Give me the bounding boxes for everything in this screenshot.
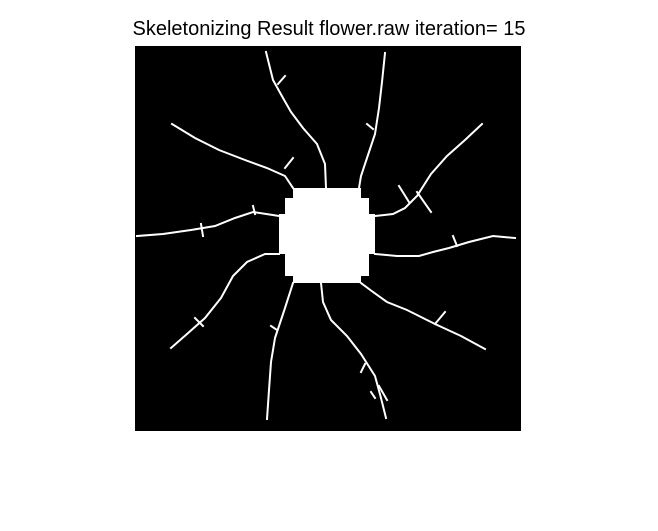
image-axes <box>135 46 521 431</box>
center-blob <box>279 188 375 283</box>
skeleton-image <box>135 46 521 431</box>
skeleton-branches <box>135 50 517 421</box>
figure-title: Skeletonizing Result flower.raw iteratio… <box>132 18 526 40</box>
